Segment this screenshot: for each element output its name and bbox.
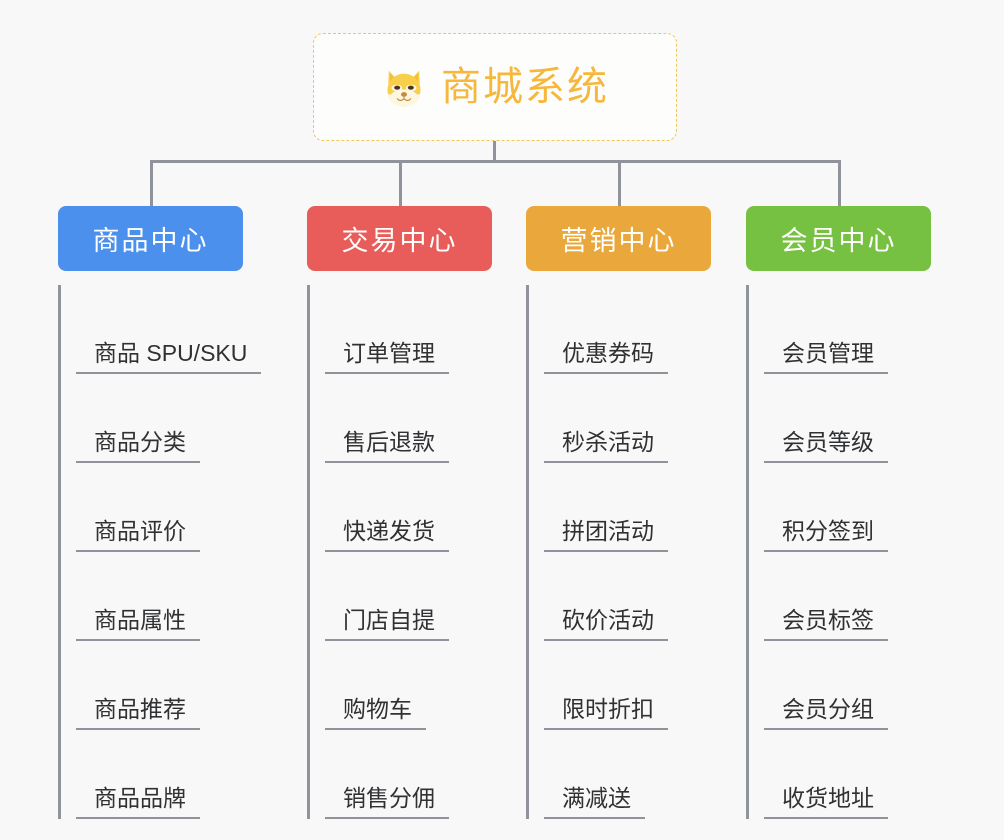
list-item[interactable]: 售后退款	[325, 374, 492, 463]
branch-header-3-label: 营销中心	[560, 226, 677, 256]
branch-column-4: 会员中心 会员管理 会员等级 积分签到 会员标签 会员分组 收货地址	[746, 206, 931, 819]
list-item-label: 商品分类	[76, 429, 200, 463]
list-item[interactable]: 会员标签	[764, 552, 931, 641]
connector-drop-1	[150, 160, 153, 206]
list-item-label: 砍价活动	[544, 607, 668, 641]
list-item[interactable]: 商品推荐	[76, 641, 261, 730]
root-node-shopping-mall-system[interactable]: 商城系统	[313, 33, 677, 141]
connector-drop-4	[838, 160, 841, 206]
list-item-label: 购物车	[325, 696, 426, 730]
list-item[interactable]: 限时折扣	[544, 641, 711, 730]
list-item[interactable]: 砍价活动	[544, 552, 711, 641]
branch-header-2-label: 交易中心	[341, 226, 458, 256]
root-node-title: 商城系统	[441, 65, 609, 109]
list-item[interactable]: 商品分类	[76, 374, 261, 463]
list-item-label: 订单管理	[325, 340, 449, 374]
list-item-label: 会员分组	[764, 696, 888, 730]
list-item-label: 门店自提	[325, 607, 449, 641]
list-item-label: 会员标签	[764, 607, 888, 641]
list-item[interactable]: 会员等级	[764, 374, 931, 463]
list-item[interactable]: 商品属性	[76, 552, 261, 641]
list-item-label: 商品推荐	[76, 696, 200, 730]
list-item-label: 满减送	[544, 785, 645, 819]
list-item[interactable]: 优惠券码	[544, 285, 711, 374]
list-item[interactable]: 会员管理	[764, 285, 931, 374]
branch-items-1: 商品 SPU/SKU 商品分类 商品评价 商品属性 商品推荐 商品品牌	[58, 285, 262, 819]
list-item-label: 商品评价	[76, 518, 200, 552]
list-item-label: 快递发货	[325, 518, 449, 552]
list-item-label: 售后退款	[325, 429, 449, 463]
list-item[interactable]: 收货地址	[764, 730, 931, 819]
list-item[interactable]: 门店自提	[325, 552, 492, 641]
branch-header-1-label: 商品中心	[92, 226, 209, 256]
shiba-dog-face-icon	[381, 65, 427, 111]
list-item[interactable]: 快递发货	[325, 463, 492, 552]
connector-root-stem	[493, 141, 496, 163]
list-item-label: 限时折扣	[544, 696, 668, 730]
list-item[interactable]: 秒杀活动	[544, 374, 711, 463]
list-item[interactable]: 订单管理	[325, 285, 492, 374]
list-item-label: 秒杀活动	[544, 429, 668, 463]
list-item-label: 商品 SPU/SKU	[76, 340, 262, 374]
branch-items-2: 订单管理 售后退款 快递发货 门店自提 购物车 销售分佣	[307, 285, 492, 819]
branch-items-3: 优惠券码 秒杀活动 拼团活动 砍价活动 限时折扣 满减送	[526, 285, 711, 819]
list-item-label: 商品属性	[76, 607, 200, 641]
connector-drop-2	[399, 160, 402, 206]
branch-column-1: 商品中心 商品 SPU/SKU 商品分类 商品评价 商品属性 商品推荐 商品品牌	[58, 206, 262, 819]
branch-header-4[interactable]: 会员中心	[746, 206, 931, 271]
list-item[interactable]: 会员分组	[764, 641, 931, 730]
connector-drop-3	[618, 160, 621, 206]
list-item[interactable]: 拼团活动	[544, 463, 711, 552]
list-item-label: 拼团活动	[544, 518, 668, 552]
list-item[interactable]: 商品评价	[76, 463, 261, 552]
list-item-label: 优惠券码	[544, 340, 668, 374]
list-item[interactable]: 商品 SPU/SKU	[76, 285, 262, 374]
branch-items-4: 会员管理 会员等级 积分签到 会员标签 会员分组 收货地址	[746, 285, 931, 819]
list-item-label: 收货地址	[764, 785, 888, 819]
connector-horizontal-bus	[150, 160, 841, 163]
list-item-label: 销售分佣	[325, 785, 449, 819]
list-item[interactable]: 积分签到	[764, 463, 931, 552]
branch-header-4-label: 会员中心	[780, 226, 897, 256]
list-item[interactable]: 商品品牌	[76, 730, 261, 819]
list-item-label: 会员管理	[764, 340, 888, 374]
list-item-label: 商品品牌	[76, 785, 200, 819]
list-item-label: 积分签到	[764, 518, 888, 552]
branch-header-1[interactable]: 商品中心	[58, 206, 243, 271]
branch-column-3: 营销中心 优惠券码 秒杀活动 拼团活动 砍价活动 限时折扣 满减送	[526, 206, 711, 819]
branch-header-2[interactable]: 交易中心	[307, 206, 492, 271]
branch-column-2: 交易中心 订单管理 售后退款 快递发货 门店自提 购物车 销售分佣	[307, 206, 492, 819]
list-item[interactable]: 销售分佣	[325, 730, 492, 819]
branch-header-3[interactable]: 营销中心	[526, 206, 711, 271]
list-item-label: 会员等级	[764, 429, 888, 463]
list-item[interactable]: 满减送	[544, 730, 711, 819]
list-item[interactable]: 购物车	[325, 641, 492, 730]
